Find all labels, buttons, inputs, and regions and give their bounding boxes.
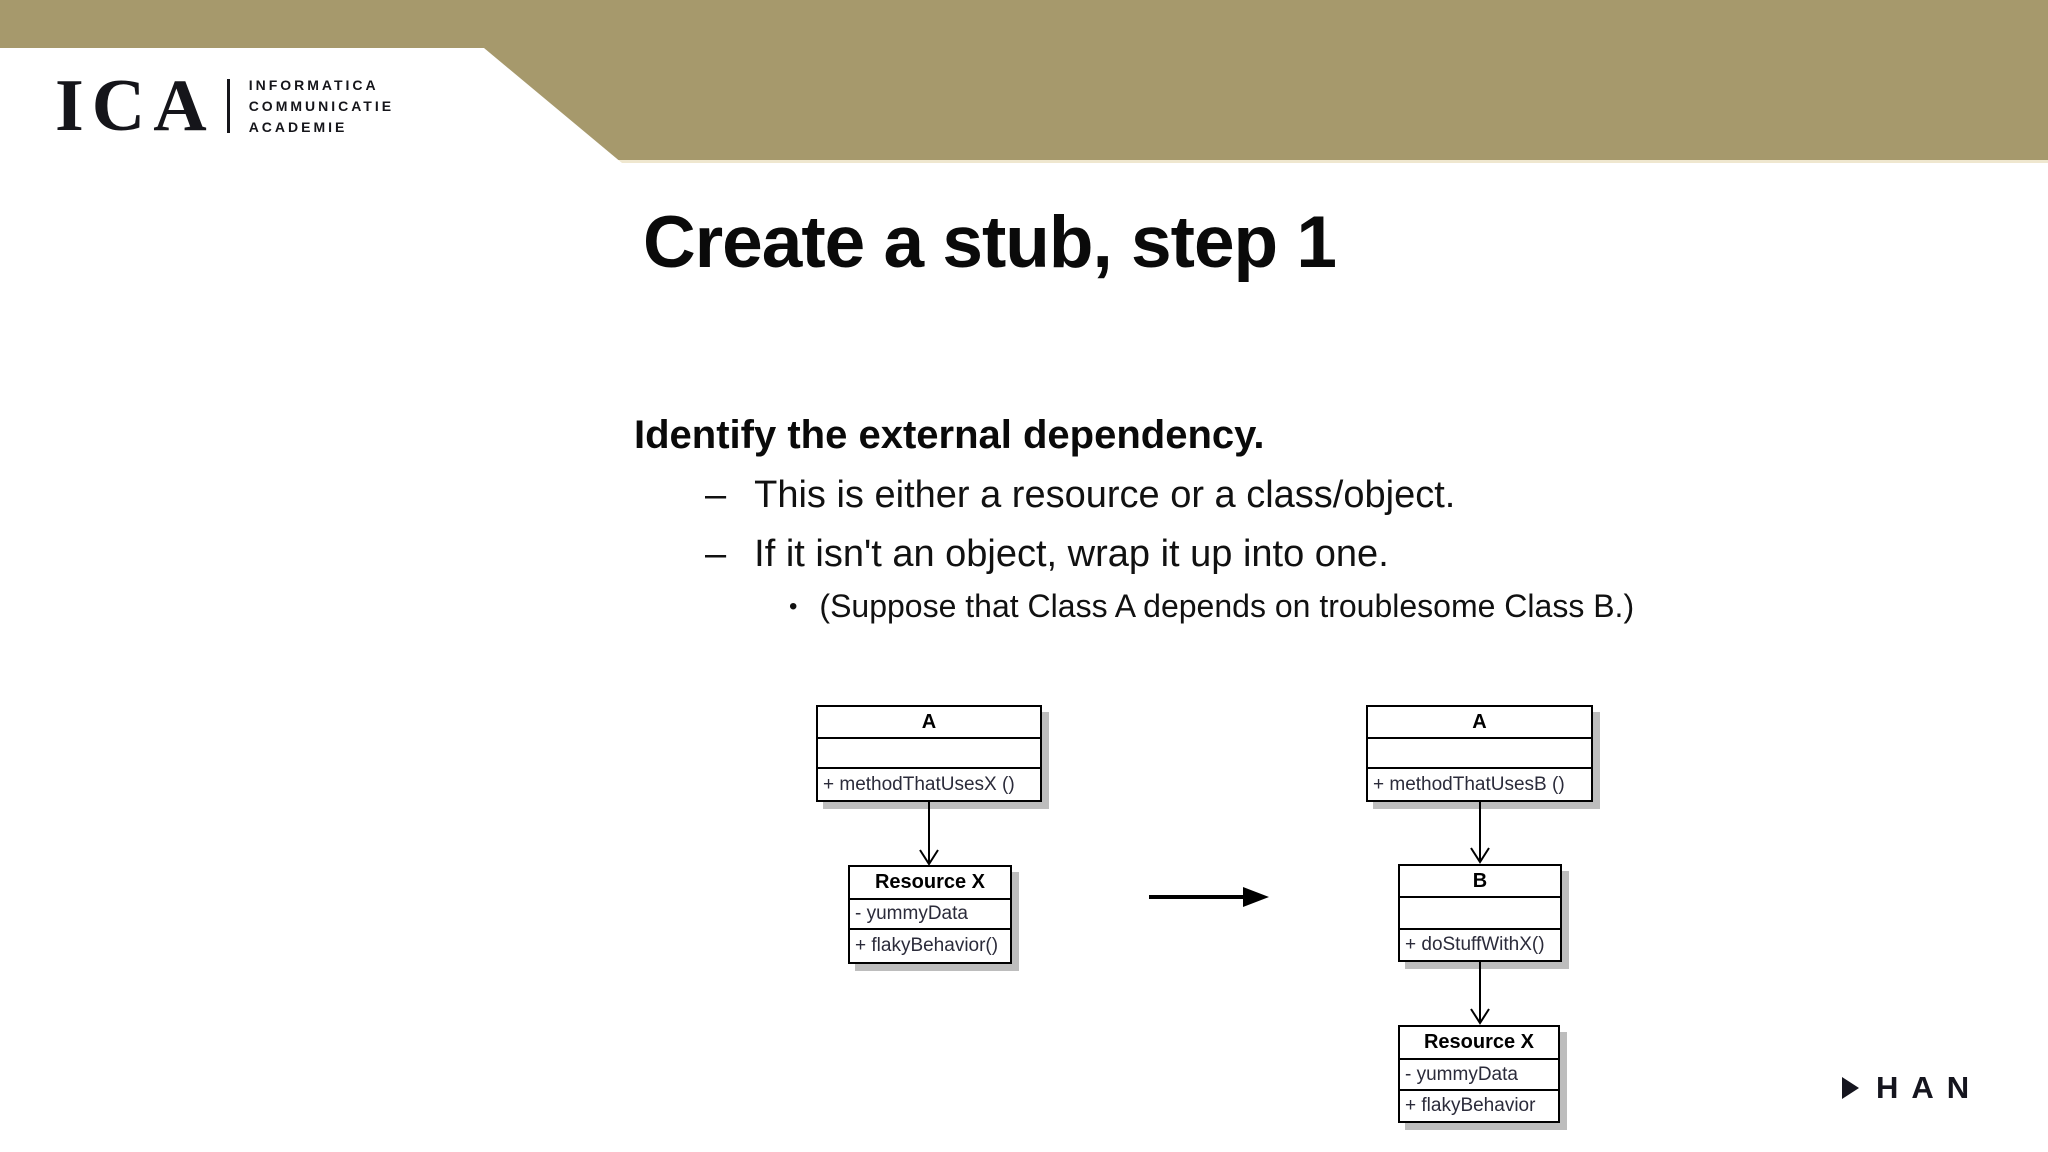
sub-bullet-text: (Suppose that Class A depends on trouble… bbox=[819, 588, 1635, 624]
class-attributes-empty bbox=[1400, 896, 1560, 928]
han-logo-text: HAN bbox=[1876, 1070, 1983, 1105]
class-attributes-empty bbox=[818, 737, 1040, 767]
class-method: + flakyBehavior bbox=[1400, 1089, 1558, 1121]
class-name: A bbox=[1472, 710, 1487, 733]
transform-arrow-icon bbox=[1149, 887, 1269, 907]
han-logo-triangle-icon bbox=[1842, 1076, 1859, 1099]
bullet-dash: – bbox=[705, 533, 727, 575]
class-method: + methodThatUsesB () bbox=[1368, 767, 1591, 800]
uml-class-box-resource-x-after: Resource X - yummyData + flakyBehavior bbox=[1398, 1025, 1560, 1123]
slide-title: Create a stub, step 1 bbox=[643, 202, 1337, 283]
sub-bullet-item: • (Suppose that Class A depends on troub… bbox=[789, 588, 1634, 625]
bullet-dash: – bbox=[705, 474, 727, 516]
ica-logo: ICA INFORMATICA COMMUNICATIE ACADEMIE bbox=[55, 65, 394, 147]
class-attribute: - yummyData bbox=[850, 898, 1010, 928]
bullet-text: This is either a resource or a class/obj… bbox=[754, 474, 1456, 516]
ica-logo-acronym: ICA bbox=[55, 65, 215, 147]
bullet-text: If it isn't an object, wrap it up into o… bbox=[754, 533, 1389, 575]
uml-class-box-a-after: A + methodThatUsesB () bbox=[1366, 705, 1593, 802]
uml-dependency-arrow bbox=[919, 801, 939, 866]
class-method: + doStuffWithX() bbox=[1400, 928, 1560, 960]
sub-bullet-dot: • bbox=[789, 592, 798, 620]
class-name: A bbox=[921, 710, 937, 733]
uml-dependency-arrow bbox=[1470, 801, 1490, 864]
class-method: + methodThatUsesX () bbox=[818, 767, 1040, 800]
han-logo: HAN bbox=[1842, 1072, 1982, 1103]
class-name: B bbox=[1472, 869, 1488, 892]
ica-logo-divider bbox=[226, 79, 230, 133]
class-attribute: - yummyData bbox=[1400, 1058, 1558, 1089]
class-name: Resource X bbox=[1423, 1031, 1535, 1053]
bullet-item: – If it isn't an object, wrap it up into… bbox=[705, 533, 1389, 576]
uml-dependency-arrow bbox=[1470, 961, 1490, 1025]
bullet-item: – This is either a resource or a class/o… bbox=[705, 474, 1455, 517]
ica-logo-line: COMMUNICATIE bbox=[248, 97, 395, 114]
class-method: + flakyBehavior() bbox=[850, 928, 1010, 962]
ica-logo-line: ACADEMIE bbox=[248, 118, 348, 135]
uml-class-box-resource-x-before: Resource X - yummyData + flakyBehavior() bbox=[848, 865, 1012, 964]
ica-logo-lines: INFORMATICA COMMUNICATIE ACADEMIE bbox=[249, 75, 394, 138]
body-heading: Identify the external dependency. bbox=[634, 413, 1265, 457]
class-name: Resource X bbox=[874, 871, 986, 893]
uml-class-box-a-before: A + methodThatUsesX () bbox=[816, 705, 1042, 802]
uml-class-box-b-after: B + doStuffWithX() bbox=[1398, 864, 1562, 962]
class-attributes-empty bbox=[1368, 737, 1591, 767]
ica-logo-line: INFORMATICA bbox=[248, 76, 379, 93]
